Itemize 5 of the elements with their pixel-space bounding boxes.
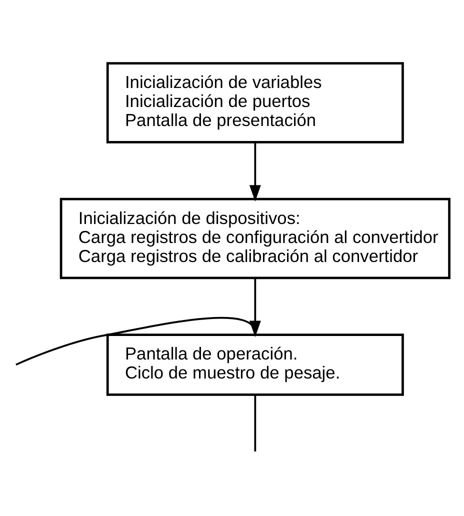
node-box: Inicialización de dispositivos: Carga registros de configuración al convertidor Carga registros de calibración al convertidor	[60, 198, 450, 280]
arrow	[249, 142, 261, 202]
node-box: Inicialización de variables Inicialización de puertos Pantalla de presentación	[106, 62, 404, 144]
node-box: Pantalla de operación. Ciclo de muestro de pesaje.	[106, 334, 404, 396]
connector	[254, 395, 256, 452]
